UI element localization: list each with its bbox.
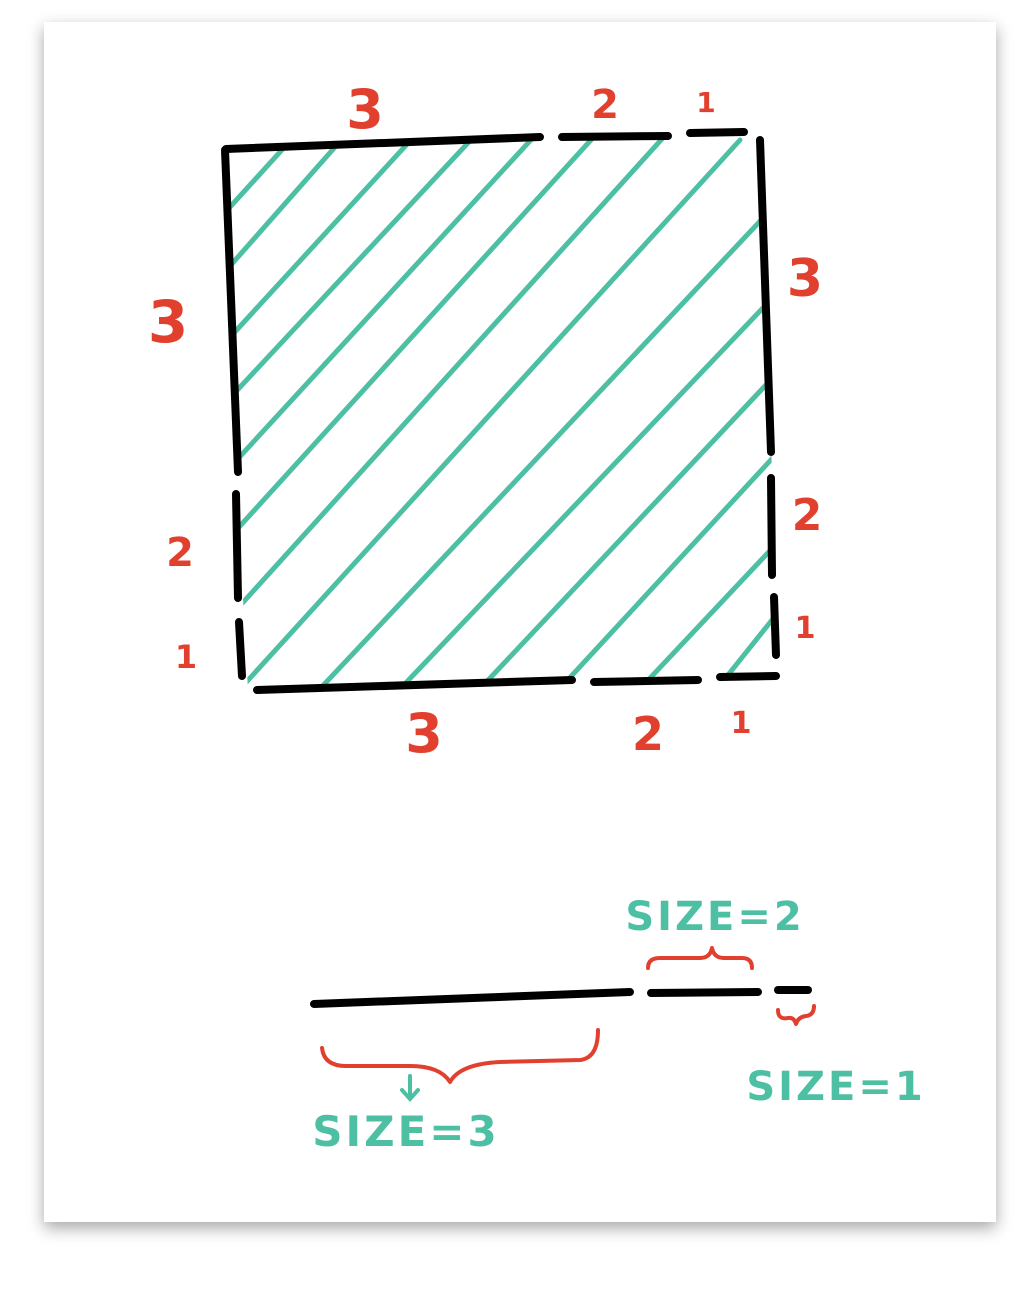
left-label: 3 (148, 288, 188, 356)
top-edge-size2 (558, 132, 672, 141)
top-label: 2 (591, 82, 619, 128)
right-edge-size2 (767, 474, 776, 579)
bottom-edge-size2 (590, 676, 702, 686)
bottom-label: 2 (632, 707, 664, 761)
left-label: 2 (166, 530, 194, 576)
square-edges (221, 128, 780, 694)
legend-line (310, 986, 812, 1008)
brace-size1 (776, 1004, 816, 1026)
legend-segment-size3 (310, 988, 634, 1008)
left-edge-size2 (232, 490, 242, 602)
top-label: 1 (696, 86, 715, 119)
size1-label: SIZE=1 (746, 1064, 925, 1110)
brace-size2 (646, 946, 754, 970)
legend-segment-size2 (647, 988, 762, 997)
top-labels: 3 2 1 (346, 78, 716, 141)
paper-sheet (44, 22, 996, 1222)
left-edge-size3 (221, 146, 242, 476)
right-edge-size3 (756, 136, 775, 456)
hatch-fill (224, 134, 778, 690)
top-label: 3 (346, 78, 384, 141)
bottom-label: 3 (405, 702, 443, 765)
size3-label: SIZE=3 (312, 1107, 499, 1156)
brace-size3 (320, 1028, 600, 1084)
bottom-label: 1 (731, 706, 752, 741)
right-label: 2 (792, 490, 823, 541)
left-labels: 3 2 1 (148, 288, 197, 676)
arrow-down-icon (400, 1074, 420, 1103)
left-label: 1 (175, 638, 197, 676)
top-edge-size3 (222, 133, 544, 153)
right-label: 1 (795, 611, 816, 646)
size2-label: SIZE=2 (625, 894, 804, 940)
bottom-labels: 3 2 1 (405, 702, 751, 765)
bottom-edge-size1 (716, 672, 780, 681)
right-edge-size1 (770, 593, 780, 659)
top-edge-size1 (686, 128, 748, 137)
left-edge-size1 (235, 618, 246, 680)
right-labels: 3 2 1 (787, 249, 823, 646)
bottom-edge-size3 (253, 676, 576, 694)
right-label: 3 (787, 249, 823, 309)
